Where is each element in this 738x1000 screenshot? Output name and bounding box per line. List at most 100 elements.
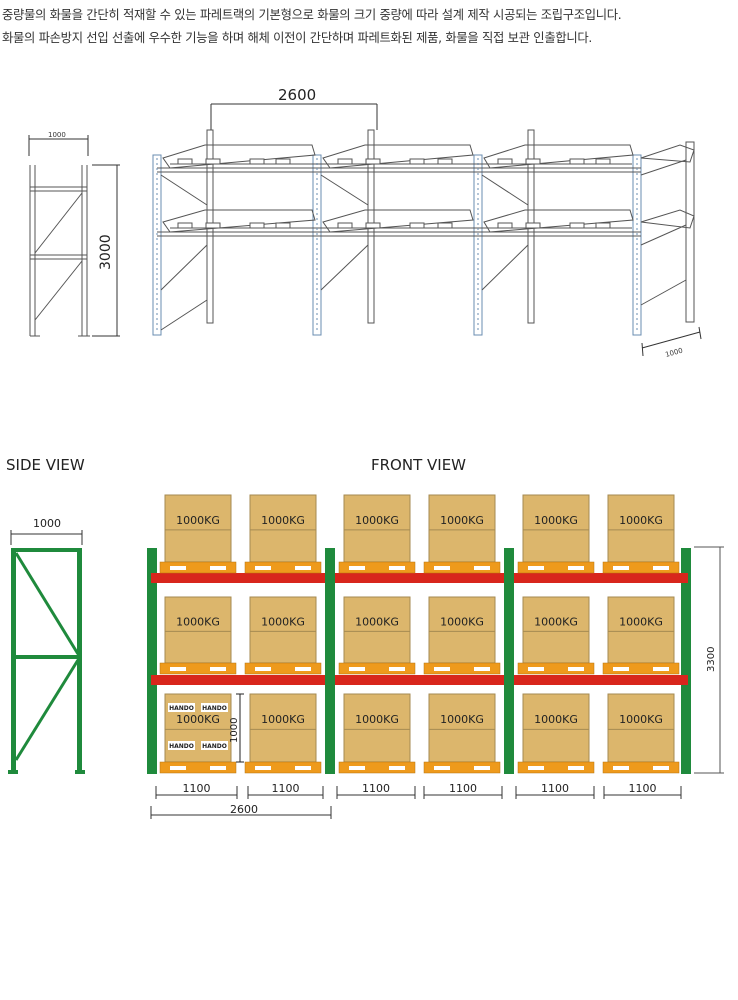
cargo-box <box>428 596 496 664</box>
load-label: 1000KG <box>534 713 578 726</box>
front-view-rack: 1000KG 1000KG 1000KG 1000KG 1000KG 1000KG 1000… <box>147 494 691 774</box>
pallet-slot <box>434 667 450 671</box>
load-label: 1000KG <box>619 514 663 527</box>
pallet <box>602 761 680 774</box>
load-label: 1000KG <box>619 713 663 726</box>
load-label: 1000KG <box>534 514 578 527</box>
side-view-width-label: 1000 <box>33 517 61 530</box>
iso-middle-level <box>157 209 695 237</box>
cargo-box <box>607 693 675 763</box>
load-label: 1000KG <box>440 615 484 628</box>
pallet-slot <box>613 566 629 570</box>
cargo-box <box>522 596 590 664</box>
pallet-slot <box>653 566 669 570</box>
pallet <box>517 662 595 675</box>
rack-isometric-drawing: 1000 3000 2600 1000 <box>28 86 702 359</box>
pallet-slot <box>474 766 490 770</box>
pallet-slot <box>170 766 186 770</box>
beam-connector <box>325 674 335 686</box>
brand-tag <box>168 703 195 712</box>
side-view-frame: 1000 <box>8 517 85 774</box>
load-label: 1000KG <box>176 713 220 726</box>
beam-level-1 <box>151 573 688 583</box>
beam-level-2 <box>151 675 688 685</box>
pallet-slot <box>528 667 544 671</box>
pallet-slot <box>568 766 584 770</box>
brand-label: HANDO <box>202 705 227 712</box>
upright-3 <box>504 548 514 774</box>
cargo-box <box>343 494 411 563</box>
load-label: 1000KG <box>355 615 399 628</box>
pallet-slot <box>653 667 669 671</box>
load-label: 1000KG <box>261 514 305 527</box>
pallet-slot <box>568 667 584 671</box>
pallet-slot <box>474 667 490 671</box>
cargo-box <box>249 693 317 763</box>
pallet <box>244 662 322 675</box>
bay-width-label: 2600 <box>230 803 258 816</box>
load-label: 1000KG <box>355 514 399 527</box>
pallet-slot <box>528 766 544 770</box>
pallet-slot <box>295 766 311 770</box>
iso-upper-level <box>157 144 695 173</box>
pallet <box>159 662 237 675</box>
iso-bracing <box>160 159 687 331</box>
cargo-box <box>428 693 496 763</box>
cargo-box <box>164 494 232 563</box>
pallet-width-label: 1100 <box>362 782 390 795</box>
pallet-slot <box>474 566 490 570</box>
pallet <box>338 561 416 574</box>
pallet <box>244 761 322 774</box>
pallet <box>159 561 237 574</box>
pallet-slot <box>255 566 271 570</box>
intro-line-2: 화물의 파손방지 선입 선출에 우수한 기능을 하며 해체 이전이 간단하며 파… <box>2 31 592 45</box>
box-height-label: 1000 <box>229 718 240 743</box>
brand-label: HANDO <box>202 743 227 750</box>
load-label: 1000KG <box>440 514 484 527</box>
pallet <box>423 561 501 574</box>
pallet-width-label: 1100 <box>272 782 300 795</box>
pallet-slot <box>349 766 365 770</box>
front-view-title: FRONT VIEW <box>371 456 466 474</box>
beam-connector <box>504 674 514 686</box>
iso-depth-label: 1000 <box>664 347 683 359</box>
pallet <box>338 662 416 675</box>
pallet-slot <box>210 766 226 770</box>
pallet <box>244 561 322 574</box>
cargo-box <box>249 596 317 664</box>
brand-label: HANDO <box>169 743 194 750</box>
beam-connector <box>325 572 335 584</box>
pallet-slot <box>568 566 584 570</box>
cargo-box <box>522 693 590 763</box>
pallet-slot <box>389 566 405 570</box>
cargo-box <box>607 494 675 563</box>
pallet-slot <box>170 667 186 671</box>
brand-label: HANDO <box>169 705 194 712</box>
cargo-box <box>343 693 411 763</box>
side-view-title: SIDE VIEW <box>6 456 85 474</box>
pallet <box>517 761 595 774</box>
load-label: 1000KG <box>619 615 663 628</box>
total-height-label: 3300 <box>706 647 717 672</box>
cargo-box <box>428 494 496 563</box>
pallet-slot <box>255 766 271 770</box>
cargo-box <box>343 596 411 664</box>
pallet <box>159 761 237 774</box>
load-label: 1000KG <box>534 615 578 628</box>
iso-frame-width-label: 1000 <box>48 131 66 139</box>
pallet <box>423 761 501 774</box>
pallet-slot <box>170 566 186 570</box>
load-label: 1000KG <box>176 514 220 527</box>
pallet-slot <box>653 766 669 770</box>
cargo-box <box>164 596 232 664</box>
pallet-slot <box>210 566 226 570</box>
pallet-width-label: 1100 <box>629 782 657 795</box>
pallet-slot <box>613 766 629 770</box>
pallet-slot <box>528 566 544 570</box>
load-label: 1000KG <box>176 615 220 628</box>
beam-connector <box>504 572 514 584</box>
pallet-slot <box>434 566 450 570</box>
pallet <box>338 761 416 774</box>
upright-4 <box>681 548 691 774</box>
